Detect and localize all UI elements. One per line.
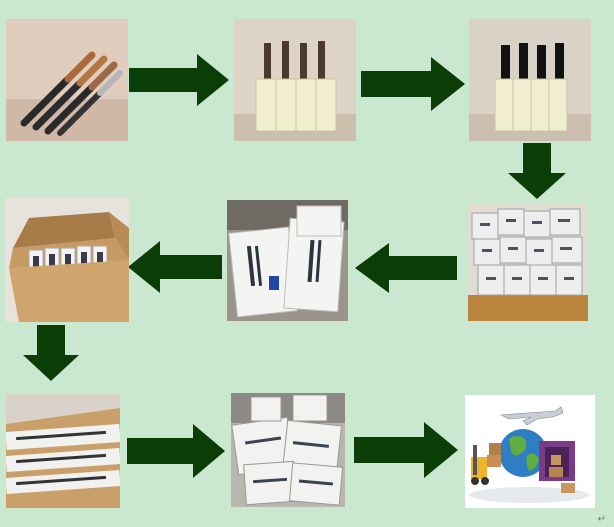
step-1-drill-bits-photo — [6, 19, 128, 141]
step-2-bits-in-holders-photo — [234, 19, 356, 141]
arrow-down-2 — [23, 325, 79, 381]
step-6-open-carton-photo — [5, 198, 129, 322]
arrow-down-1 — [508, 143, 566, 199]
step-9-global-logistics-illustration — [465, 395, 595, 508]
step-4-boxes-on-pallet-photo — [468, 203, 588, 321]
arrow-right-4 — [354, 422, 458, 478]
arrow-right-2 — [361, 57, 465, 111]
step-8-taped-parcels-photo — [231, 393, 345, 507]
step-5-wrapped-boxes-photo — [227, 200, 348, 321]
arrow-left-2 — [128, 241, 222, 293]
arrow-right-3 — [127, 424, 225, 478]
corner-return-mark: ↵ — [597, 514, 606, 525]
arrow-left-1 — [355, 243, 457, 293]
step-3-coated-bits-photo — [469, 19, 591, 141]
arrow-right-1 — [129, 54, 229, 106]
step-7-sealed-parcel-photo — [6, 394, 120, 508]
